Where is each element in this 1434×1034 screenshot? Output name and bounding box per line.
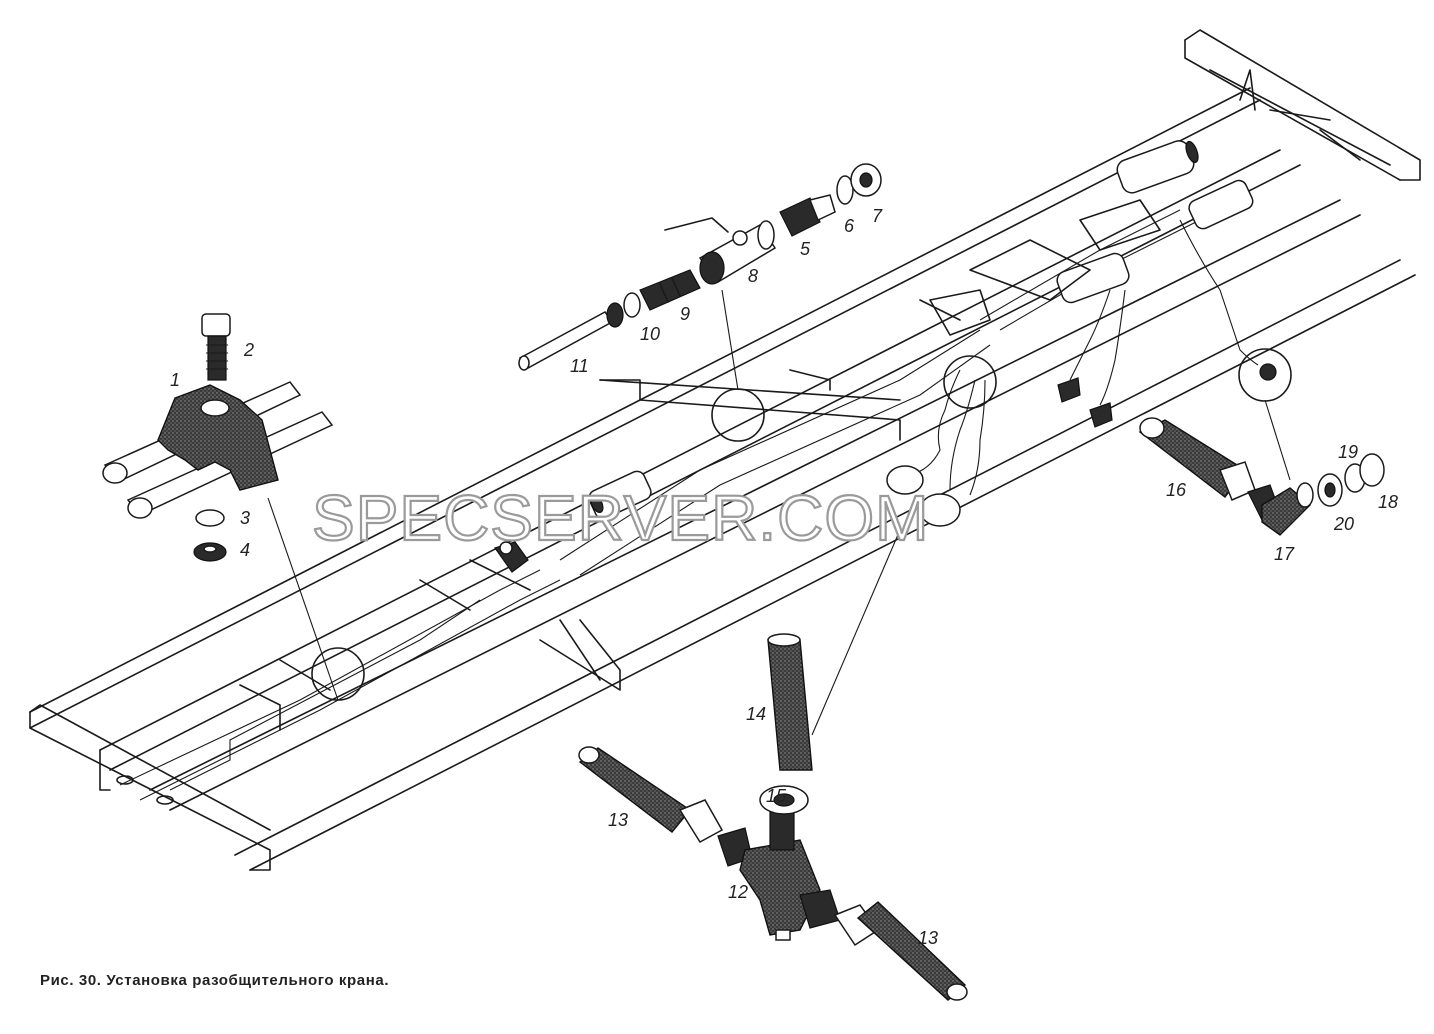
label-part-9: 9	[680, 304, 690, 324]
bracket-body	[157, 384, 279, 491]
ring-10a	[606, 302, 624, 328]
label-part-11: 11	[570, 356, 589, 376]
label-part-6: 6	[844, 216, 855, 236]
hose-14	[767, 639, 813, 771]
label-part-18: 18	[1378, 492, 1398, 512]
hose-valve-2	[1089, 402, 1113, 428]
tee-assembly	[578, 633, 968, 1001]
brake-chamber-rear-1	[1116, 140, 1199, 194]
pipe-11	[518, 311, 614, 369]
label-part-1: 1	[170, 370, 180, 390]
label-part-16: 16	[1166, 480, 1187, 500]
label-part-19: 19	[1338, 442, 1358, 462]
hose-fitting-assembly	[1138, 417, 1385, 536]
label-part-4: 4	[240, 540, 250, 560]
hose-valve-1	[1057, 377, 1081, 403]
part-numbers: 1 2 3 4 5 6 7 8 9 10 11 12 13 13 14 15 1…	[170, 206, 1398, 948]
label-part-13-left: 13	[608, 810, 628, 830]
hose-coupling-head-2	[919, 493, 961, 527]
chassis-frame	[29, 29, 1421, 871]
ring-10b	[623, 292, 641, 318]
label-part-5: 5	[800, 239, 811, 259]
label-part-2: 2	[243, 340, 254, 360]
nipple-9	[639, 269, 701, 311]
ring-18	[1359, 453, 1385, 487]
valve-assembly	[518, 163, 882, 371]
label-part-17: 17	[1274, 544, 1295, 564]
hose-13-right	[856, 901, 967, 1001]
washer-6	[836, 175, 854, 205]
detail-callouts	[267, 289, 1292, 736]
brake-chamber-rear-2	[1188, 179, 1254, 230]
brake-chambers	[494, 140, 1254, 573]
figure-caption: Рис. 30. Установка разобщительного крана…	[40, 972, 390, 989]
label-part-20: 20	[1333, 514, 1354, 534]
label-part-7: 7	[872, 206, 883, 226]
label-part-13-right: 13	[918, 928, 938, 948]
bolt-2	[201, 313, 231, 381]
label-part-14: 14	[746, 704, 766, 724]
washer-3	[195, 509, 225, 527]
watermark: SPECSERVER.COM	[312, 482, 929, 554]
valve-front	[494, 541, 529, 573]
valve-body-8	[664, 217, 777, 285]
flexible-hoses	[886, 219, 1277, 527]
label-part-15: 15	[766, 786, 787, 806]
label-part-8: 8	[748, 266, 758, 286]
brake-chamber-mid	[1056, 252, 1130, 304]
label-part-12: 12	[728, 882, 748, 902]
bracket-assembly	[102, 313, 334, 562]
brake-chamber-front	[588, 470, 652, 520]
label-part-10: 10	[640, 324, 660, 344]
valve-block-rear	[929, 199, 1161, 336]
hose-coupling-head-1	[886, 465, 924, 495]
label-part-3: 3	[240, 508, 250, 528]
fitting-5	[779, 194, 836, 237]
